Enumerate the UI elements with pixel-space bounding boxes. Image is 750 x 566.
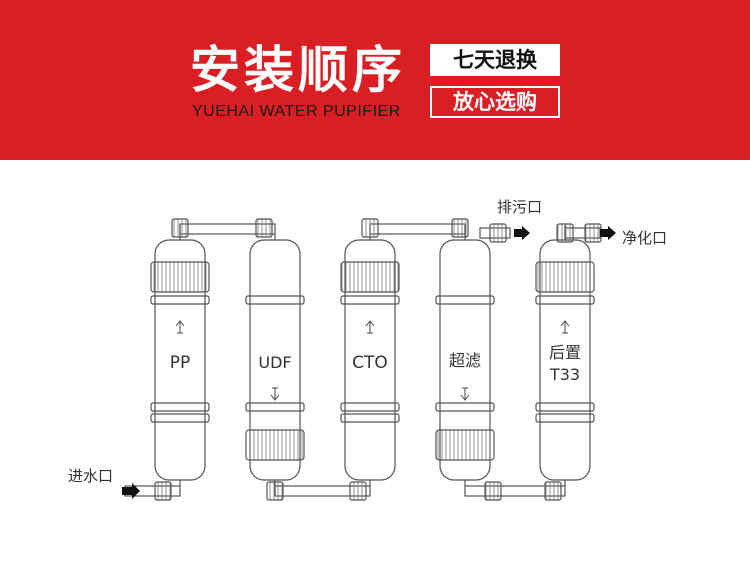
drain-label: 排污口 bbox=[497, 198, 542, 216]
down-arrow-icon bbox=[270, 387, 280, 401]
inlet-arrow-icon bbox=[122, 483, 140, 499]
filter-uf bbox=[435, 225, 495, 481]
filter-label-udf: UDF bbox=[258, 353, 291, 372]
outlet-label: 净化口 bbox=[622, 229, 667, 247]
installation-diagram: PP UDF CTO 超滤 后置 T33 进水口 排污口 净化口 bbox=[68, 198, 667, 501]
up-arrow-icon bbox=[560, 320, 570, 334]
flow-arrows bbox=[175, 320, 570, 401]
up-arrow-icon bbox=[365, 320, 375, 334]
filter-label-t33-model: T33 bbox=[549, 365, 580, 384]
header-banner: 安装顺序 YUEHAI WATER PUPIFIER 七天退换 放心选购 bbox=[0, 0, 750, 160]
filter-label-uf: 超滤 bbox=[449, 351, 481, 370]
return-badge: 七天退换 bbox=[430, 44, 560, 76]
filter-label-pp: PP bbox=[170, 353, 191, 373]
assurance-badge: 放心选购 bbox=[430, 86, 560, 118]
brand-subtitle: YUEHAI WATER PUPIFIER bbox=[192, 103, 401, 120]
drain-arrow-icon bbox=[514, 226, 530, 240]
filter-cto bbox=[340, 225, 400, 481]
filter-t33 bbox=[535, 225, 595, 481]
down-arrow-icon bbox=[460, 387, 470, 401]
filter-label-t33: 后置 bbox=[549, 343, 581, 362]
page-title: 安装顺序 bbox=[190, 41, 406, 99]
outlet-arrow-icon bbox=[600, 226, 616, 240]
inlet-label: 进水口 bbox=[68, 467, 113, 485]
fittings bbox=[154, 218, 602, 501]
up-arrow-icon bbox=[175, 320, 185, 334]
filter-label-cto: CTO bbox=[352, 353, 388, 373]
